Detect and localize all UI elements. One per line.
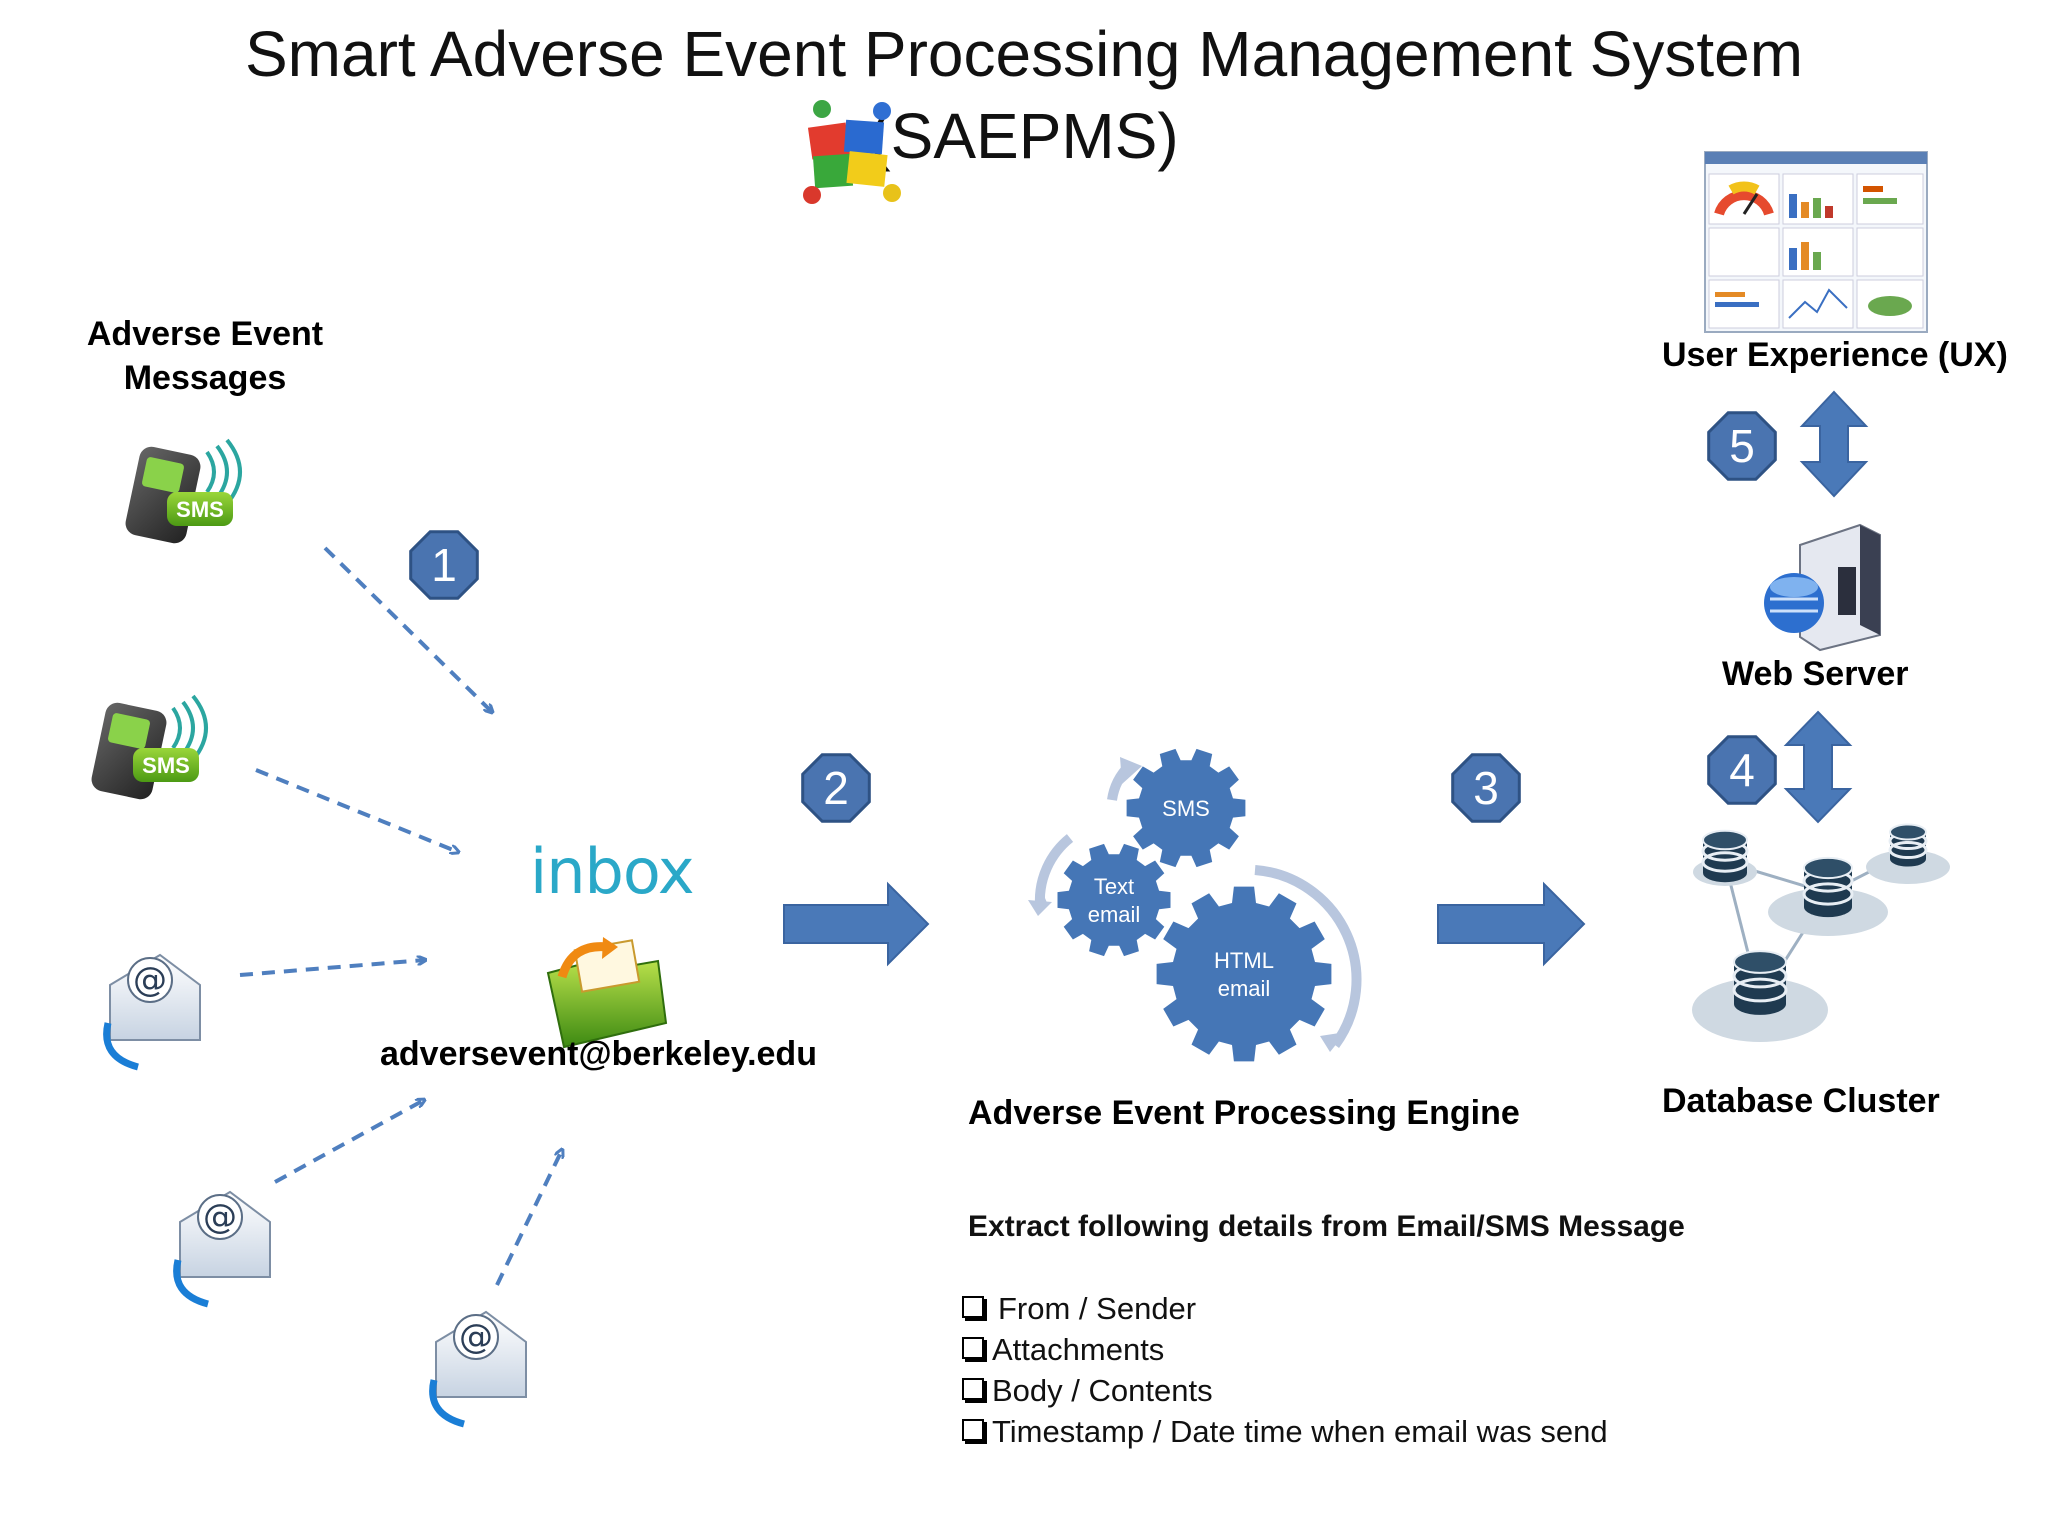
step-badge-5: 5 xyxy=(1707,411,1777,481)
database-cluster-label: Database Cluster xyxy=(1662,1082,1940,1120)
inbox-folder-icon xyxy=(546,937,668,1049)
svg-text:HTML: HTML xyxy=(1214,948,1274,973)
double-arrow-step-5 xyxy=(1799,390,1869,498)
arrow-step-3 xyxy=(1437,881,1586,967)
email-envelope-icon: @ xyxy=(429,1310,527,1428)
dashboard-screenshot-icon xyxy=(1704,151,1928,333)
cycle-arrowhead xyxy=(1320,1032,1346,1052)
svg-text:Text: Text xyxy=(1094,874,1134,899)
engine-label: Adverse Event Processing Engine xyxy=(968,1094,1520,1132)
gear-text-email: Text email xyxy=(1057,843,1171,957)
database-disk-icon xyxy=(1732,950,1788,1015)
checkbox-icon xyxy=(962,1295,984,1318)
inbox-email-address: adversevent@berkeley.edu xyxy=(380,1035,817,1073)
database-disk-icon xyxy=(1888,823,1928,867)
svg-text:3: 3 xyxy=(1473,762,1499,814)
email-envelope-icon: @ xyxy=(173,1190,271,1308)
dashed-arrow xyxy=(255,768,458,852)
email-envelope-icon: @ xyxy=(103,953,201,1071)
puzzle-team-icon xyxy=(803,100,901,204)
cycle-arrowhead xyxy=(1028,900,1052,916)
checkbox-icon xyxy=(962,1377,984,1400)
extract-heading: Extract following details from Email/SMS… xyxy=(968,1210,1685,1243)
cycle-arrowhead xyxy=(1120,757,1142,784)
web-server-label: Web Server xyxy=(1722,655,1909,693)
svg-text:email: email xyxy=(1218,976,1271,1001)
svg-text:2: 2 xyxy=(823,762,849,814)
ux-label: User Experience (UX) xyxy=(1662,336,2008,374)
message-flow-arrows xyxy=(239,546,562,1286)
svg-text:1: 1 xyxy=(431,539,457,591)
checklist-item: From / Sender xyxy=(962,1288,1608,1329)
page-subtitle: (SAEPMS) xyxy=(869,100,1179,172)
dashed-arrow xyxy=(274,1100,424,1184)
checkbox-icon xyxy=(962,1336,984,1359)
checklist-item: Timestamp / Date time when email was sen… xyxy=(962,1411,1608,1452)
dashed-arrow xyxy=(239,960,425,977)
extract-checklist: From / Sender Attachments Body / Content… xyxy=(962,1288,1608,1452)
database-disk-icon xyxy=(1802,856,1854,918)
step-badge-1: 1 xyxy=(409,530,479,600)
dashed-arrow xyxy=(323,546,492,712)
svg-text:SMS: SMS xyxy=(176,497,224,522)
double-arrow-step-4 xyxy=(1783,710,1853,824)
web-server-icon xyxy=(1764,523,1881,652)
checkbox-icon xyxy=(962,1418,984,1441)
database-disk-icon xyxy=(1701,829,1749,883)
gear-sms: SMS xyxy=(1126,748,1246,868)
database-cluster-icon xyxy=(1692,823,1950,1042)
svg-text:SMS: SMS xyxy=(1162,796,1210,821)
step-badge-3: 3 xyxy=(1451,753,1521,823)
sms-phone-icon: SMS xyxy=(125,438,242,544)
checklist-item: Body / Contents xyxy=(962,1370,1608,1411)
step-badge-4: 4 xyxy=(1707,735,1777,805)
svg-text:4: 4 xyxy=(1729,744,1755,796)
arrow-step-2 xyxy=(783,881,930,967)
inbox-logo-text: inbox xyxy=(530,835,695,908)
step-badges: 1 2 3 4 5 xyxy=(409,411,1777,823)
svg-text:email: email xyxy=(1088,902,1141,927)
svg-text:@: @ xyxy=(459,1317,493,1357)
sources-label: Adverse Event Messages xyxy=(86,315,324,397)
sms-phone-icon: SMS xyxy=(91,694,208,800)
checklist-item: Attachments xyxy=(962,1329,1608,1370)
gear-html-email: HTML email xyxy=(1156,886,1332,1062)
page-title: Smart Adverse Event Processing Managemen… xyxy=(244,18,1804,90)
svg-text:@: @ xyxy=(203,1197,237,1237)
svg-text:5: 5 xyxy=(1729,420,1755,472)
svg-text:SMS: SMS xyxy=(142,753,190,778)
step-badge-2: 2 xyxy=(801,753,871,823)
dashed-arrow xyxy=(495,1150,562,1286)
svg-text:@: @ xyxy=(133,960,167,1000)
